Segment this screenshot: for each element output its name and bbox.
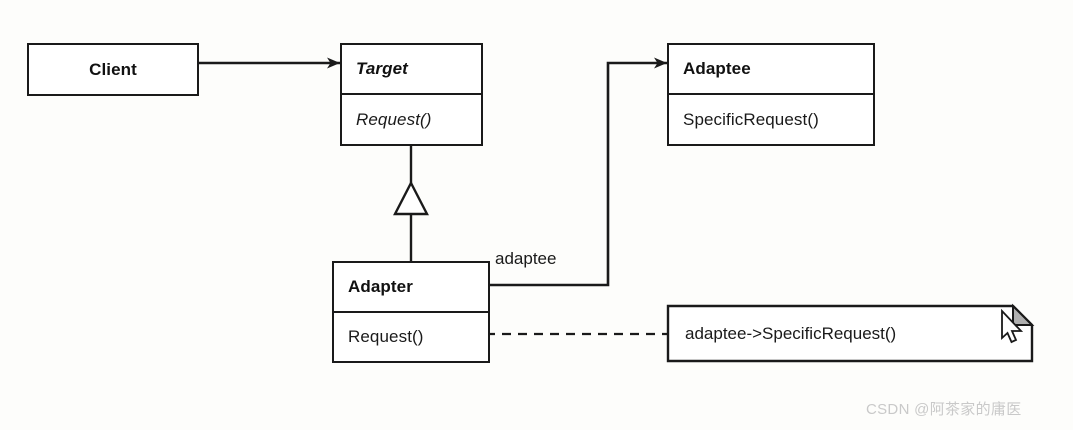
mouse-pointer-icon — [1001, 308, 1024, 344]
note-text: adaptee->SpecificRequest() — [685, 323, 897, 343]
class-name-adaptee: Adaptee — [683, 59, 751, 78]
note-box[interactable]: adaptee->SpecificRequest() — [667, 305, 1033, 362]
class-box-adaptee[interactable]: Adaptee SpecificRequest() — [667, 43, 875, 146]
note-box-shape — [666, 304, 1034, 363]
class-box-target[interactable]: Target Request() — [340, 43, 483, 146]
class-name-client: Client — [89, 59, 137, 79]
target-name-compartment: Target — [342, 45, 481, 93]
note-folded-corner-icon — [1012, 303, 1035, 326]
class-box-client[interactable]: Client — [27, 43, 199, 96]
watermark-text: CSDN @阿茶家的庸医 — [866, 401, 1022, 418]
operation-target-request: Request() — [356, 109, 432, 129]
generalization-triangle-icon — [393, 180, 429, 216]
adapter-name-compartment: Adapter — [334, 263, 488, 311]
class-name-adapter: Adapter — [348, 277, 413, 296]
connector-adapter-to-adaptee — [490, 57, 667, 287]
adaptee-operations-compartment: SpecificRequest() — [669, 93, 873, 144]
client-name-compartment: Client — [29, 45, 197, 94]
target-operations-compartment: Request() — [342, 93, 481, 144]
operation-adaptee-specificrequest: SpecificRequest() — [683, 109, 819, 129]
association-role-label-adaptee: adaptee — [495, 249, 557, 268]
class-box-adapter[interactable]: Adapter Request() — [332, 261, 490, 363]
adaptee-name-compartment: Adaptee — [669, 45, 873, 93]
adapter-operations-compartment: Request() — [334, 311, 488, 361]
class-name-target: Target — [356, 59, 408, 78]
operation-adapter-request: Request() — [348, 327, 424, 346]
